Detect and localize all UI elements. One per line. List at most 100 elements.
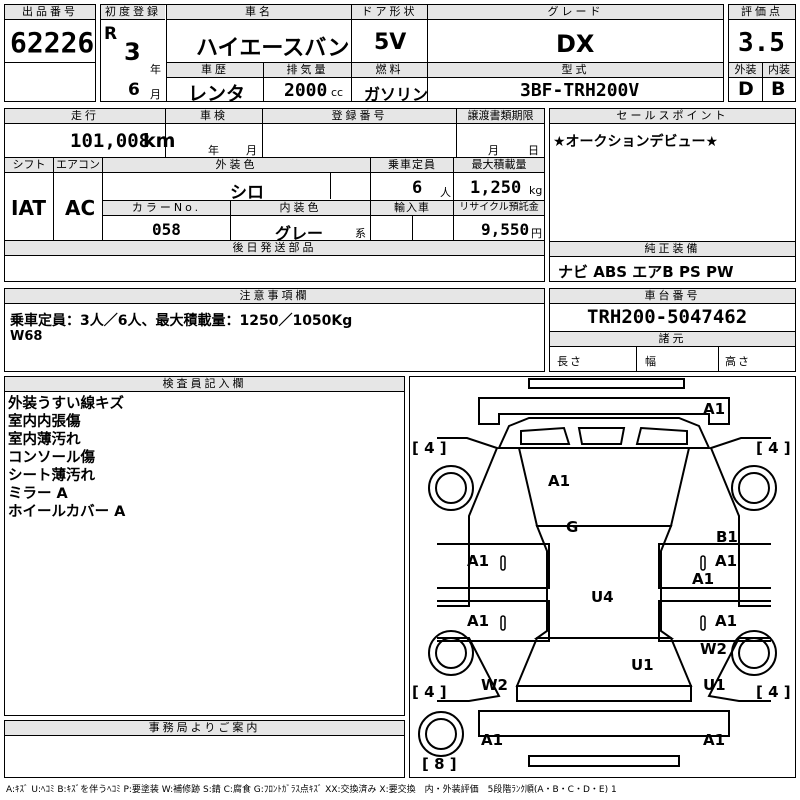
- model: 3BF-TRH200V: [520, 80, 640, 101]
- car-name-label: 車名: [167, 5, 351, 20]
- tire-rear-right: [ 4 ]: [756, 683, 791, 701]
- score: 3.5: [738, 28, 785, 58]
- transfer-label: 譲渡書類期限: [457, 109, 544, 124]
- mark-rear-right: A1: [703, 731, 726, 749]
- displacement: 2000: [284, 80, 328, 101]
- ac-label: エアコン: [54, 158, 102, 173]
- inspection-label: 車検: [166, 109, 262, 124]
- mark-left-rear-door: A1: [467, 612, 490, 630]
- mark-hood: A1: [548, 472, 571, 490]
- office-box: [4, 720, 405, 778]
- office-label: 事務局よりご案内: [5, 721, 404, 736]
- mark-right-rear-door: A1: [715, 612, 738, 630]
- lot-label: 出品番号: [5, 5, 95, 20]
- exterior-label: 外装: [729, 63, 762, 78]
- shift-label: シフト: [5, 158, 53, 173]
- inspector-line: ミラー A: [8, 486, 68, 502]
- diagram-box: [409, 376, 796, 778]
- chassis-box: [549, 288, 796, 372]
- equipment-label: 純正装備: [550, 242, 795, 257]
- length-label: 長さ: [557, 355, 583, 368]
- capacity-unit: 人: [440, 186, 451, 199]
- reg-month: 6: [128, 80, 140, 100]
- mileage-label: 走行: [5, 109, 165, 124]
- specs-box: [4, 108, 545, 282]
- max-load-unit: kg: [529, 184, 543, 197]
- tire-spare: [ 8 ]: [422, 755, 457, 773]
- inspector-line: 室内薄汚れ: [8, 432, 81, 448]
- int-color: グレー: [275, 224, 324, 243]
- width-label: 幅: [645, 355, 658, 368]
- grade-label: グレード: [428, 5, 723, 20]
- notes-box: [4, 288, 545, 372]
- era: R: [104, 24, 118, 44]
- recycle-label: リサイクル預託金: [454, 201, 544, 216]
- notes-label: 注意事項欄: [5, 289, 544, 304]
- ac: AC: [65, 196, 96, 220]
- interior-grade: B: [771, 78, 786, 100]
- header-main-box: [100, 4, 724, 102]
- mark-rear-panel: U1: [631, 656, 654, 674]
- inspector-notes: 外装うすい線キズ 室内内張傷 室内薄汚れ コンソール傷 シート薄汚れ ミラー A…: [8, 395, 125, 521]
- first-reg-label: 初度登録: [101, 5, 165, 20]
- height-label: 高さ: [725, 355, 751, 368]
- fuel-label: 燃料: [352, 63, 427, 78]
- recycle-unit: 円: [531, 227, 542, 240]
- capacity-label: 乗車定員: [371, 158, 453, 173]
- import-label: 輸入車: [371, 201, 453, 216]
- mark-roof: U4: [591, 588, 614, 606]
- chassis-number: TRH200-5047462: [587, 306, 748, 328]
- lot-number: 62226: [10, 26, 95, 59]
- mark-right-quarter-u: U1: [703, 676, 726, 694]
- recycle: 9,550: [481, 220, 530, 239]
- ext-color-label: 外装色: [103, 158, 370, 173]
- color-no: 058: [152, 220, 181, 239]
- transfer-month-unit: 月: [488, 144, 499, 157]
- sales-label: セールスポイント: [550, 109, 795, 124]
- mark-left-quarter: W2: [481, 676, 508, 694]
- transfer-day-unit: 日: [528, 144, 539, 157]
- mark-rear-left: A1: [481, 731, 504, 749]
- inspection-year-unit: 年: [208, 144, 219, 157]
- inspector-line: 室内内張傷: [8, 414, 81, 430]
- max-load: 1,250: [470, 178, 522, 198]
- interior-label: 内装: [763, 63, 795, 78]
- tire-rear-left: [ 4 ]: [412, 683, 447, 701]
- history: レンタ: [188, 83, 246, 105]
- score-box: [728, 4, 796, 102]
- score-label: 評価点: [729, 5, 795, 20]
- later-parts-label: 後日発送部品: [5, 241, 544, 256]
- tire-front-left: [ 4 ]: [412, 439, 447, 457]
- reg-month-unit: 月: [150, 88, 161, 101]
- door-label: ドア形状: [352, 5, 427, 20]
- inspector-label: 検査員記入欄: [5, 377, 404, 392]
- mark-right-fender: B1: [716, 528, 738, 546]
- inspector-line: 外装うすい線キズ: [8, 396, 124, 412]
- legend: A:ｷｽﾞ U:ﾍｺﾐ B:ｷｽﾞを伴うﾍｺﾐ P:要塗装 W:補修跡 S:錆 …: [6, 785, 617, 795]
- mark-right-quarter-w: W2: [700, 640, 727, 658]
- model-label: 型式: [428, 63, 723, 78]
- door-type: 5V: [374, 30, 407, 55]
- mark-right-front-door: A1: [715, 552, 738, 570]
- displacement-label: 排気量: [264, 63, 351, 78]
- reg-year-unit: 年: [150, 63, 161, 76]
- lot-box: [4, 4, 96, 102]
- grade: DX: [556, 30, 595, 58]
- reg-no-label: 登録番号: [263, 109, 456, 124]
- mark-front-bumper: A1: [703, 400, 726, 418]
- mark-right-mid: A1: [692, 570, 715, 588]
- car-name: ハイエースバン: [196, 36, 350, 61]
- int-color-suffix: 系: [355, 227, 366, 240]
- inspector-line: ホイールカバー A: [8, 504, 126, 520]
- displacement-unit: cc: [331, 86, 344, 99]
- color-no-label: カラーNo.: [103, 201, 230, 216]
- notes-line-1: 乗車定員：3人／6人、最大積載量：1250／1050Kg: [10, 313, 353, 329]
- int-color-label: 内装色: [231, 201, 370, 216]
- dims-label: 諸元: [550, 332, 795, 347]
- mark-left-front-door: A1: [467, 552, 490, 570]
- history-label: 車歴: [167, 63, 263, 78]
- mileage: 101,008: [70, 130, 151, 152]
- mark-windshield: G: [566, 518, 579, 536]
- inspection-month-unit: 月: [246, 144, 257, 157]
- ext-color: シロ: [230, 183, 264, 203]
